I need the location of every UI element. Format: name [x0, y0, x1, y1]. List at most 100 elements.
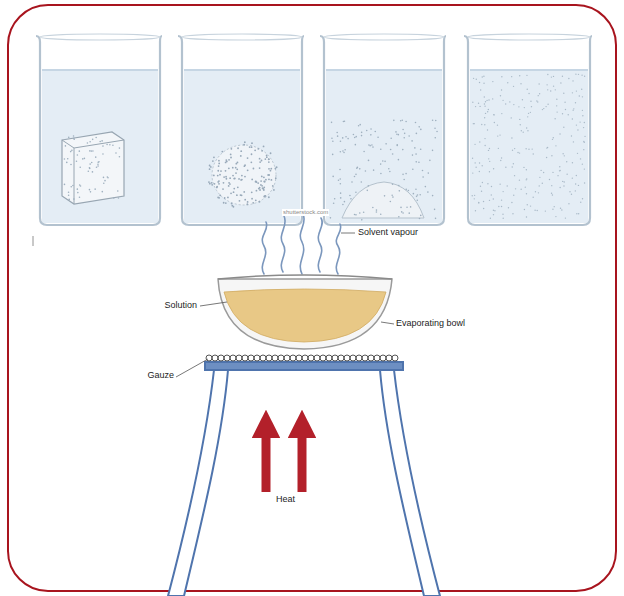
grain — [225, 170, 227, 172]
grain — [484, 145, 485, 146]
grain — [109, 144, 111, 146]
grain — [483, 76, 484, 77]
grain — [332, 176, 334, 178]
grain — [96, 166, 98, 168]
grain — [526, 178, 527, 179]
gauze-mesh — [206, 355, 398, 361]
grain — [572, 162, 573, 163]
grain — [211, 182, 213, 184]
grain — [584, 136, 585, 137]
grain — [526, 216, 527, 217]
grain — [219, 194, 221, 196]
grain — [82, 158, 84, 160]
grain — [403, 137, 405, 139]
grain — [267, 174, 269, 176]
beakers — [36, 34, 592, 225]
grain — [225, 202, 227, 204]
grain — [372, 146, 374, 148]
grain — [268, 158, 270, 160]
gauze-loop — [242, 355, 248, 361]
grain — [97, 161, 99, 163]
grain — [97, 165, 99, 167]
grain — [484, 117, 485, 118]
grain — [259, 161, 261, 163]
grain — [562, 113, 563, 114]
grain — [500, 160, 501, 161]
grain — [89, 163, 91, 165]
grain — [525, 186, 526, 187]
grain — [230, 192, 232, 194]
grain — [380, 163, 382, 165]
grain — [584, 122, 585, 123]
grain — [415, 161, 417, 163]
grain — [210, 166, 212, 168]
grain — [251, 146, 253, 148]
grain — [271, 179, 273, 181]
grain — [332, 154, 334, 156]
grain — [225, 159, 227, 161]
grain — [262, 187, 264, 189]
grain — [350, 198, 352, 200]
grain — [241, 175, 243, 177]
grain — [502, 100, 503, 101]
grain — [530, 112, 531, 113]
watermark: shutterstock.com — [282, 209, 329, 216]
grain — [218, 162, 220, 164]
grain — [550, 90, 551, 91]
grain — [542, 183, 543, 184]
grain — [260, 180, 262, 182]
grain — [259, 158, 261, 160]
grain — [479, 82, 480, 83]
grain — [235, 172, 237, 174]
gauze-loop — [260, 355, 266, 361]
grain — [435, 218, 437, 220]
grain — [209, 168, 211, 170]
grain — [261, 176, 263, 178]
grain — [239, 200, 241, 202]
grain — [219, 174, 221, 176]
grain — [232, 167, 234, 169]
grain — [77, 188, 79, 190]
grain — [334, 198, 336, 200]
grain — [370, 134, 372, 136]
grain — [402, 149, 404, 151]
gauze-loop — [338, 355, 344, 361]
grain — [521, 130, 522, 131]
grain — [390, 138, 392, 140]
grain — [228, 185, 230, 187]
grain — [90, 191, 92, 193]
grain — [223, 202, 225, 204]
grain — [497, 135, 498, 136]
grain — [473, 123, 474, 124]
grain — [343, 121, 345, 123]
grain — [230, 157, 232, 159]
grain — [536, 100, 537, 101]
grain — [539, 177, 540, 178]
grain — [73, 138, 75, 140]
grain — [472, 102, 473, 103]
grain — [268, 168, 270, 170]
grain — [415, 153, 417, 155]
grain — [361, 132, 363, 134]
gauze-loop — [248, 355, 254, 361]
grain — [101, 140, 103, 142]
grain — [370, 128, 372, 130]
grain — [416, 133, 418, 135]
grain — [493, 114, 494, 115]
grain — [79, 184, 81, 186]
grain — [243, 191, 245, 193]
gauze-loop — [314, 355, 320, 361]
grain — [436, 131, 438, 133]
grain — [240, 194, 242, 196]
grain — [359, 212, 361, 214]
gauze-loop — [386, 355, 392, 361]
grain — [256, 190, 258, 192]
grain — [473, 78, 474, 79]
grain — [257, 182, 259, 184]
grain — [79, 196, 81, 198]
grain — [233, 178, 235, 180]
grain — [225, 176, 227, 178]
grain — [363, 211, 365, 213]
grain — [213, 175, 215, 177]
gauze-loop — [308, 355, 314, 361]
